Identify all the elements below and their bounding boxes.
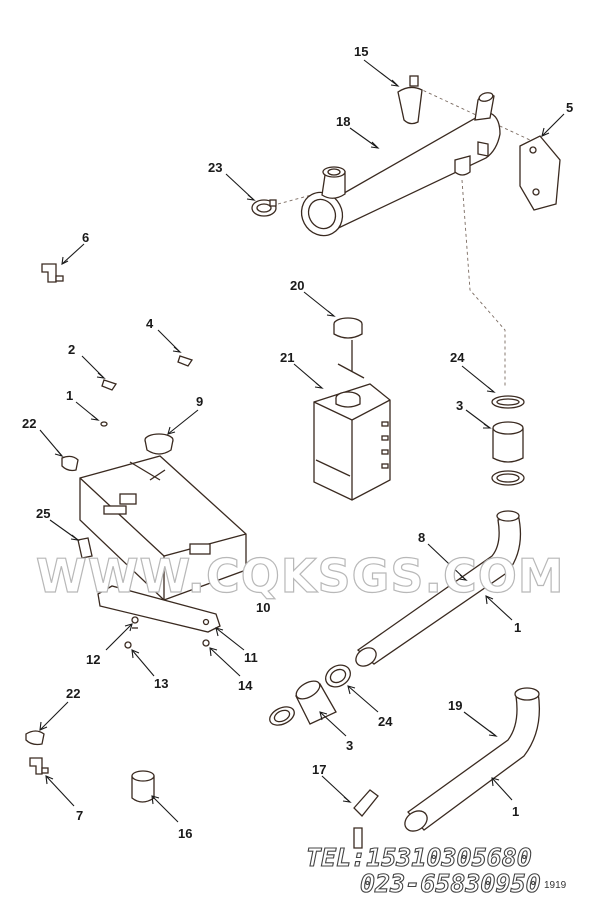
watermark-tel: TEL:15310305680 bbox=[306, 843, 532, 872]
part-22-fitting-lower bbox=[25, 730, 45, 746]
part-1-plug bbox=[100, 421, 108, 427]
callout-21: 21 bbox=[280, 350, 294, 365]
callout-16: 16 bbox=[178, 826, 192, 841]
callout-2: 2 bbox=[68, 342, 75, 357]
callout-24-lower: 24 bbox=[378, 714, 393, 729]
callout-3-upper: 3 bbox=[456, 398, 463, 413]
part-6-elbow-fitting bbox=[41, 263, 64, 283]
callout-22-lower: 22 bbox=[66, 686, 80, 701]
part-20-filler-cap bbox=[333, 317, 365, 379]
callout-3-lower: 3 bbox=[346, 738, 353, 753]
part-3-sleeve-upper bbox=[492, 421, 524, 463]
part-24-clamp-upper bbox=[491, 395, 525, 409]
callout-24-upper: 24 bbox=[450, 350, 465, 365]
callout-17: 17 bbox=[312, 762, 326, 777]
callout-7: 7 bbox=[76, 808, 83, 823]
callout-1-upper: 1 bbox=[66, 388, 73, 403]
watermark-phone: 023-65830950 bbox=[360, 869, 541, 898]
leader-lines bbox=[39, 59, 565, 823]
part-21-expansion-tank bbox=[313, 383, 391, 501]
callout-15: 15 bbox=[354, 44, 368, 59]
watermark-url: WWW.CQKSGS.COM bbox=[36, 549, 565, 603]
callout-20: 20 bbox=[290, 278, 304, 293]
part-22-fitting-upper bbox=[61, 455, 79, 472]
part-12-screw bbox=[131, 616, 139, 629]
callout-1-mid: 1 bbox=[514, 620, 521, 635]
part-9-cap bbox=[144, 433, 174, 455]
callout-4: 4 bbox=[146, 316, 154, 331]
sheet-id: 1919 bbox=[544, 880, 567, 891]
part-8-bent-tube bbox=[355, 510, 522, 667]
part-16-sleeve bbox=[131, 770, 155, 803]
part-7-elbow bbox=[29, 757, 49, 775]
callout-10: 10 bbox=[256, 600, 270, 615]
part-24-clamp-lower-set bbox=[325, 664, 351, 688]
part-2-clip bbox=[101, 379, 118, 391]
part-5-mount-bracket bbox=[519, 135, 561, 211]
callout-18: 18 bbox=[336, 114, 350, 129]
callout-6: 6 bbox=[82, 230, 89, 245]
part-19-lower-tube bbox=[404, 687, 541, 832]
callout-8: 8 bbox=[418, 530, 425, 545]
part-11-mounting-plate bbox=[97, 585, 221, 633]
part-18-main-tube bbox=[300, 92, 501, 237]
callout-12: 12 bbox=[86, 652, 100, 667]
callout-13: 13 bbox=[154, 676, 168, 691]
callout-labels: 15 18 5 23 6 20 4 2 21 24 1 9 3 22 25 8 … bbox=[22, 44, 573, 841]
part-13-screw bbox=[124, 641, 132, 649]
callout-23: 23 bbox=[208, 160, 222, 175]
callout-14: 14 bbox=[238, 678, 253, 693]
part-15-strap-bracket bbox=[397, 75, 423, 125]
callout-9: 9 bbox=[196, 394, 203, 409]
callout-1-lower: 1 bbox=[512, 804, 519, 819]
part-24-clamp-lower bbox=[491, 470, 525, 486]
callout-25: 25 bbox=[36, 506, 50, 521]
part-4-clip bbox=[177, 355, 194, 367]
part-14-screw bbox=[202, 639, 210, 647]
callout-22-upper: 22 bbox=[22, 416, 36, 431]
callout-11: 11 bbox=[244, 650, 258, 665]
callout-5: 5 bbox=[566, 100, 573, 115]
part-17-small-hose bbox=[353, 789, 379, 849]
callout-19: 19 bbox=[448, 698, 462, 713]
part-10-reservoir-box bbox=[79, 455, 247, 601]
part-25-hose-end bbox=[77, 537, 93, 559]
part-clamp-lower-left bbox=[269, 706, 295, 726]
part-23-hose-clamp bbox=[251, 199, 277, 217]
